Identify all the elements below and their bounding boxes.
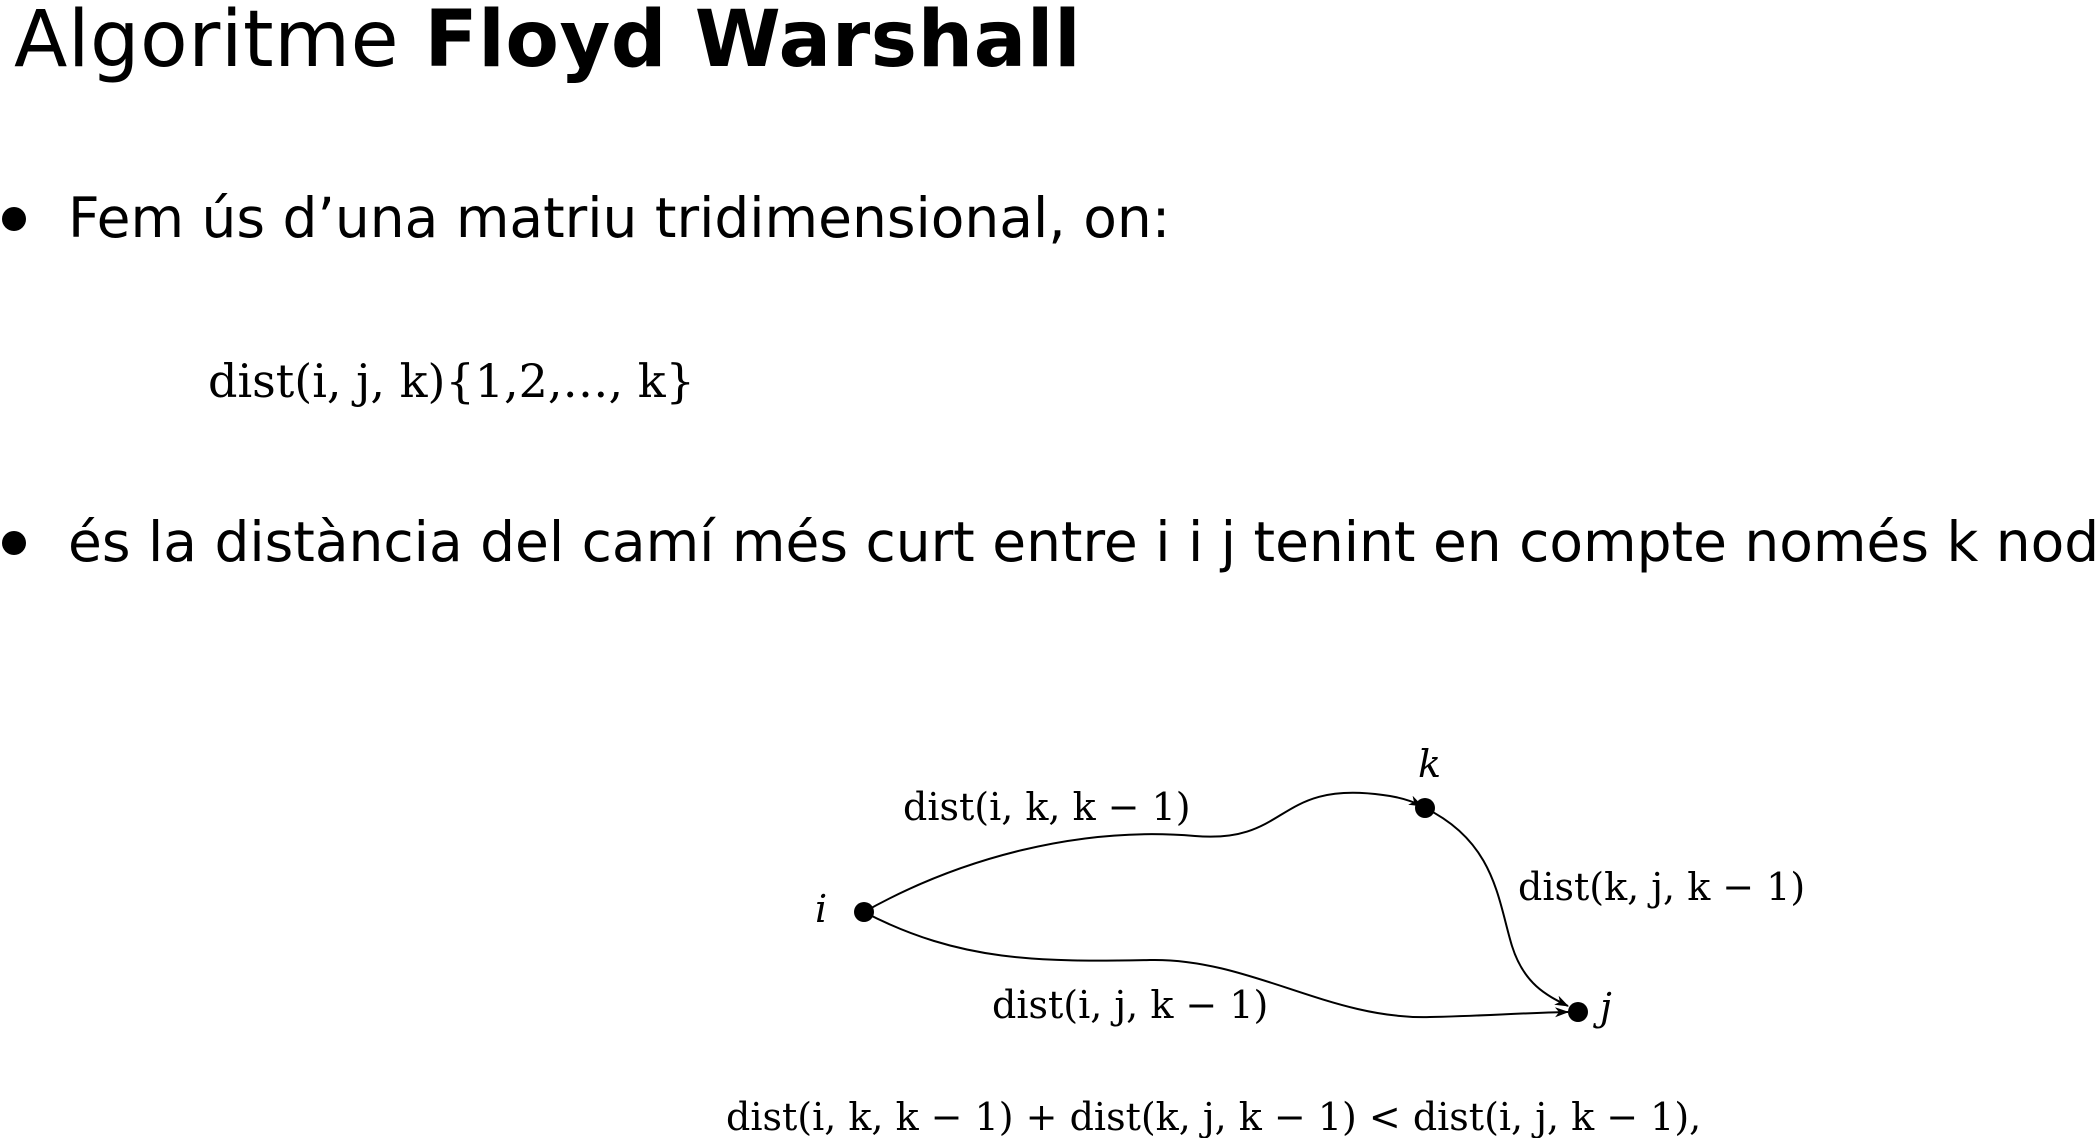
edge-label-kj: dist(k, j, k − 1)	[1518, 865, 1805, 909]
bullet-text: Fem ús d’una matriu tridimensional, on:	[68, 186, 1171, 250]
edge-k-j	[1424, 807, 1569, 1007]
bullet-text: és la distància del camí més curt entre …	[68, 510, 2098, 574]
bullet-item: és la distància del camí més curt entre …	[0, 502, 2098, 582]
node-label-k: k	[1418, 742, 1441, 786]
node-i	[854, 902, 874, 922]
edge-label-ij: dist(i, j, k − 1)	[992, 983, 1268, 1027]
edge-i-j	[863, 911, 1569, 1019]
inequality-formula: dist(i, k, k − 1) + dist(k, j, k − 1) < …	[726, 1095, 1701, 1138]
formula: dist(i, j, k){1,2,…, k}	[208, 354, 695, 408]
node-k	[1415, 798, 1435, 818]
edge-i-k	[863, 791, 1423, 913]
bullet-dot-icon	[2, 531, 26, 555]
bullet-item: Fem ús d’una matriu tridimensional, on:	[0, 178, 2098, 258]
edge-label-ik: dist(i, k, k − 1)	[903, 785, 1191, 829]
title-bold: Floyd Warshall	[424, 0, 1082, 85]
node-j	[1568, 1002, 1588, 1022]
node-label-j: j	[1593, 985, 1612, 1029]
node-label-i: i	[815, 887, 827, 931]
title-light: Algoritme	[14, 0, 400, 85]
bullet-dot-icon	[2, 207, 26, 231]
slide-title: Algoritme Floyd Warshall	[14, 0, 1081, 80]
